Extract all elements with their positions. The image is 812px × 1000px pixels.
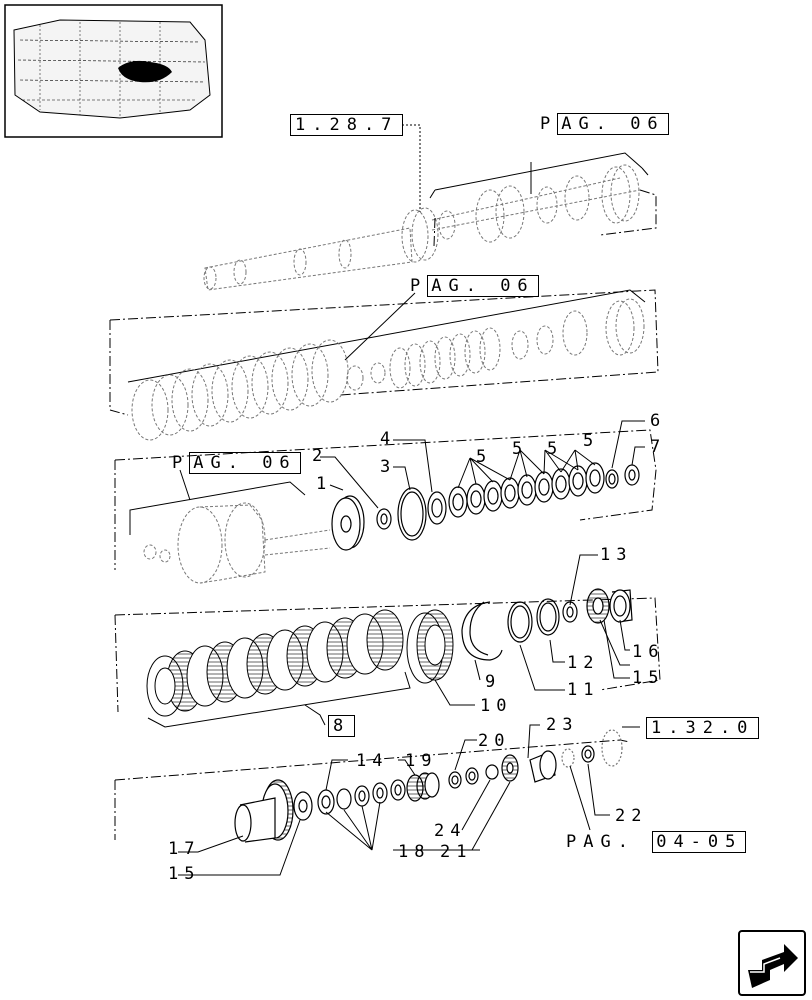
callout-15b: 15 bbox=[168, 864, 201, 884]
callout-13: 13 bbox=[600, 545, 633, 565]
section3-parts bbox=[331, 462, 640, 551]
upper-shaft-assembly bbox=[203, 164, 641, 291]
callout-5b: 5 bbox=[512, 439, 529, 459]
callout-21: 21 bbox=[440, 842, 473, 862]
callout-4: 4 bbox=[380, 429, 397, 449]
callout-10: 10 bbox=[480, 696, 513, 716]
callout-20: 20 bbox=[478, 731, 511, 751]
pag-prefix: PAG. bbox=[566, 832, 635, 852]
callout-9: 9 bbox=[485, 672, 502, 692]
page-ref-pag-04-05[interactable]: PAG. 04-05 bbox=[566, 831, 747, 853]
callout-3: 3 bbox=[380, 457, 397, 477]
callout-1: 1 bbox=[316, 474, 333, 494]
output-gear-assembly bbox=[234, 729, 623, 843]
callout-12: 12 bbox=[567, 653, 600, 673]
callout-11: 11 bbox=[567, 680, 600, 700]
section4-parts bbox=[461, 588, 633, 661]
callout-23: 23 bbox=[546, 715, 579, 735]
pag-box: AG. 06 bbox=[427, 275, 539, 297]
callout-19: 19 bbox=[405, 751, 438, 771]
callout-17: 17 bbox=[168, 839, 201, 859]
upper-clutch-pack bbox=[131, 298, 645, 441]
ref-box-8[interactable]: 8 bbox=[328, 715, 356, 737]
callout-6: 6 bbox=[650, 411, 667, 431]
clutch-plate-pack bbox=[146, 609, 454, 717]
pag-box: AG. 06 bbox=[189, 452, 301, 474]
hub-assembly bbox=[143, 502, 331, 584]
callout-5c: 5 bbox=[547, 439, 564, 459]
pag-prefix: P bbox=[540, 114, 558, 134]
pag-prefix: P bbox=[172, 453, 190, 473]
callout-18: 18 bbox=[398, 842, 431, 862]
callout-5a: 5 bbox=[476, 447, 493, 467]
next-page-button[interactable] bbox=[738, 930, 806, 996]
arrow-icon bbox=[748, 944, 798, 988]
pag-box: AG. 06 bbox=[557, 113, 669, 135]
callout-22: 22 bbox=[615, 806, 648, 826]
callout-24: 24 bbox=[434, 821, 467, 841]
callout-14: 14 bbox=[356, 751, 389, 771]
callout-2: 2 bbox=[312, 446, 329, 466]
callout-15a: 15 bbox=[632, 668, 665, 688]
ref-box-1-28-7[interactable]: 1.28.7 bbox=[290, 114, 404, 136]
ref-box-1-32-0[interactable]: 1.32.0 bbox=[646, 717, 760, 739]
pag-box: 04-05 bbox=[652, 831, 747, 853]
callout-16: 16 bbox=[632, 642, 665, 662]
location-thumbnail bbox=[4, 4, 223, 138]
callout-5d: 5 bbox=[583, 431, 600, 451]
callout-7: 7 bbox=[650, 437, 667, 457]
pag-prefix: P bbox=[410, 276, 428, 296]
